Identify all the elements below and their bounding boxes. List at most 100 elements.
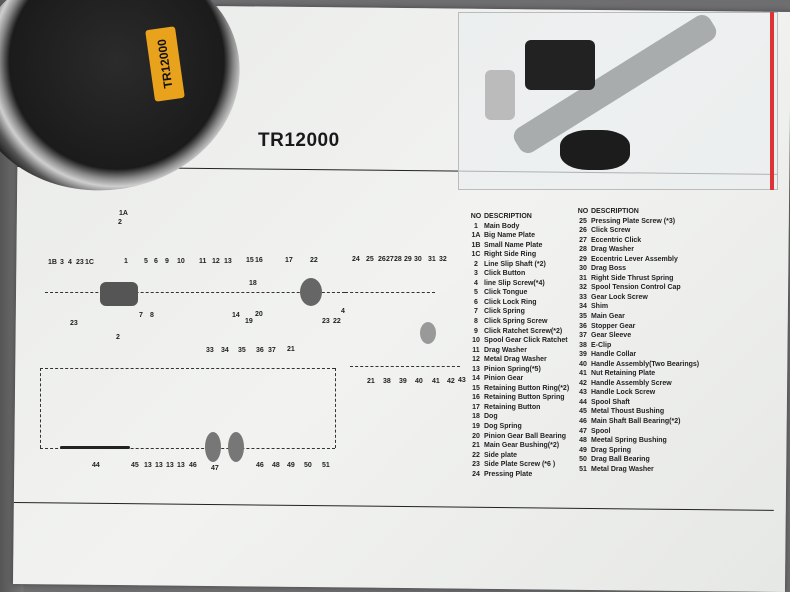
diagram-part-label: 13 [144, 462, 152, 469]
part-number: 1C [471, 251, 481, 259]
part-description: Eccentric Lever Assembly [591, 255, 678, 263]
part-number: 48 [579, 437, 587, 445]
diagram-part-label: 49 [287, 462, 295, 469]
part-description: Main Body [484, 222, 520, 230]
spool-part [205, 432, 221, 462]
diagram-part-label: 13 [224, 258, 232, 265]
diagram-part-label: 21 [367, 378, 375, 385]
part-description: Metal Drag Washer [591, 465, 654, 473]
part-number: 21 [472, 442, 480, 450]
part-number: 32 [579, 284, 587, 292]
diagram-part-label: 13 [177, 462, 185, 469]
part-number: 39 [579, 351, 587, 359]
part-description: Gear Lock Screw [591, 293, 648, 301]
part-number: 36 [579, 322, 587, 330]
part-description: Shim [591, 303, 609, 311]
part-number: 14 [472, 375, 480, 383]
diagram-part-label: 24 [352, 256, 360, 263]
part-number: 10 [472, 337, 480, 345]
part-number: 8 [474, 318, 478, 326]
part-description: Handle Assembly(Two Bearings) [591, 360, 700, 368]
part-description: Pressing Plate Screw (*3) [591, 217, 676, 225]
diagram-part-label: 21 [287, 346, 295, 353]
assembly-line [40, 368, 41, 448]
part-number: 47 [579, 427, 587, 435]
parts-list-item: 32 Spool Tension Control Cap [575, 283, 699, 293]
part-description: Drag Washer [591, 246, 634, 254]
part-number: 45 [579, 408, 587, 416]
assembly-line [345, 292, 435, 293]
part-description: Retaining Button Spring [484, 394, 565, 402]
part-number: 38 [579, 341, 587, 349]
diagram-part-label: 35 [238, 347, 246, 354]
diagram-part-label: 29 [404, 256, 412, 263]
diagram-part-label: 11 [199, 258, 207, 265]
part-number: 1 [474, 222, 478, 230]
parts-list-item: 25 Pressing Plate Screw (*3) [575, 217, 699, 227]
part-number: 37 [579, 332, 587, 340]
part-description: Main Shaft Ball Bearing(*2) [591, 418, 681, 426]
part-number: 1A [471, 232, 481, 240]
part-description: Pinion Gear [484, 375, 524, 383]
diagram-part-label: 19 [245, 318, 253, 325]
part-description: Dog Spring [484, 423, 522, 431]
part-number: 33 [579, 293, 587, 301]
assembly-line [40, 368, 335, 369]
part-number: 25 [579, 217, 587, 225]
page-title: TR12000 [258, 130, 340, 151]
part-description: Right Side Thrust Spring [591, 274, 674, 282]
part-number: 15 [472, 384, 480, 392]
part-description: Eccentric Click [591, 236, 642, 244]
part-number: 20 [472, 432, 480, 440]
badge-text: TR12000 [154, 38, 176, 90]
diagram-part-label: 46 [256, 462, 264, 469]
diagram-part-label: 9 [165, 258, 169, 265]
part-number: 50 [579, 456, 587, 464]
part-description: Click Ratchet Screw(*2) [484, 327, 563, 335]
part-number: 29 [579, 255, 587, 263]
part-description: Drag Ball Bearing [591, 456, 650, 464]
parts-list-item: 33 Gear Lock Screw [575, 293, 699, 303]
diagram-part-label: 47 [211, 465, 219, 472]
part-number: 1B [471, 241, 481, 249]
part-description: Click Screw [591, 227, 631, 235]
part-number: 41 [579, 370, 587, 378]
part-number: 23 [472, 461, 480, 469]
parts-list-item: 19 Dog Spring [468, 422, 569, 432]
part-number: 5 [474, 289, 478, 297]
part-description: Gear Sleeve [591, 332, 632, 340]
diagram-part-label: 50 [304, 462, 312, 469]
part-description: Spool Tension Control Cap [591, 284, 681, 292]
part-description: Small Name Plate [484, 241, 543, 249]
diagram-part-label: 44 [92, 462, 100, 469]
diagram-part-label: 2 [118, 219, 122, 226]
diagram-part-label: 23 [322, 318, 330, 325]
part-description: Dog [484, 413, 498, 421]
part-number: 9 [474, 327, 478, 335]
diagram-part-label: 17 [285, 257, 293, 264]
part-description: Drag Spring [591, 446, 632, 454]
diagram-part-label: 36 [256, 347, 264, 354]
spool-part [228, 432, 244, 462]
part-number: 19 [472, 423, 480, 431]
diagram-part-label: 23 [76, 259, 84, 266]
diagram-part-label: 2 [116, 334, 120, 341]
diagram-part-label: 39 [399, 378, 407, 385]
